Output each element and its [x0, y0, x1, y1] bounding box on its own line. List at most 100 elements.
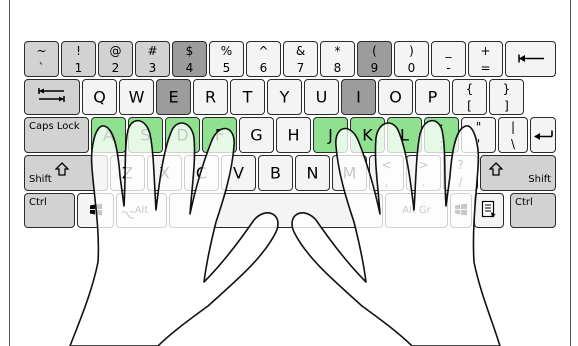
key-4[interactable]: $4: [172, 41, 207, 77]
key-x[interactable]: X: [147, 155, 182, 191]
key-semicolon[interactable]: :;: [424, 117, 459, 153]
key-lower-label: 3: [148, 61, 157, 75]
key-capslock[interactable]: Caps Lock: [24, 117, 89, 153]
key-7[interactable]: &7: [283, 41, 318, 77]
key-l[interactable]: L: [387, 117, 422, 153]
key-w[interactable]: W: [119, 79, 154, 115]
key-backspace[interactable]: [505, 41, 556, 77]
key-upper-label: ~: [36, 44, 47, 58]
option-icon: [121, 205, 135, 224]
key-label: F: [214, 125, 225, 145]
windows-icon: [89, 201, 103, 220]
key-label: J: [328, 125, 333, 145]
key-rwin[interactable]: [450, 193, 472, 228]
key-lower-label: 2: [111, 61, 120, 75]
key-label: Shift: [528, 174, 551, 185]
key-z[interactable]: Z: [110, 155, 145, 191]
key-rctrl[interactable]: Ctrl: [510, 193, 556, 228]
key-quote[interactable]: "': [461, 117, 496, 153]
key-n[interactable]: N: [295, 155, 330, 191]
key-lbracket[interactable]: {[: [452, 79, 487, 115]
key-v[interactable]: V: [221, 155, 256, 191]
key-comma[interactable]: <,: [369, 155, 404, 191]
key-y[interactable]: Y: [267, 79, 302, 115]
key-altgr[interactable]: Alt Gr: [385, 193, 448, 228]
key-alt[interactable]: Alt: [116, 193, 167, 228]
key-upper-label: #: [147, 44, 158, 58]
key-lctrl[interactable]: Ctrl: [24, 193, 75, 228]
key-6[interactable]: ^6: [246, 41, 281, 77]
key-label: I: [356, 87, 361, 107]
key-i[interactable]: I: [341, 79, 376, 115]
key-3[interactable]: #3: [135, 41, 170, 77]
key-5[interactable]: %5: [209, 41, 244, 77]
key-label: Ctrl: [29, 197, 47, 208]
key-lwin[interactable]: [77, 193, 114, 228]
key-lower-label: 4: [185, 61, 194, 75]
key-upper-label: >: [418, 158, 429, 172]
key-label: B: [270, 163, 281, 183]
key-label: H: [287, 125, 300, 145]
key-g[interactable]: G: [239, 117, 274, 153]
key-label: G: [250, 125, 263, 145]
key-backslash[interactable]: |\: [498, 117, 528, 153]
key-menu[interactable]: [474, 193, 504, 228]
key-tilde[interactable]: ~`: [24, 41, 59, 77]
key-2[interactable]: @2: [98, 41, 133, 77]
key-0[interactable]: )0: [394, 41, 429, 77]
key-label: U: [315, 87, 328, 107]
key-upper-label: (: [372, 44, 377, 58]
key-a[interactable]: A: [91, 117, 126, 153]
key-u[interactable]: U: [304, 79, 339, 115]
key-tab[interactable]: [24, 79, 80, 115]
key-k[interactable]: K: [350, 117, 385, 153]
key-label: Q: [93, 87, 106, 107]
key-t[interactable]: T: [230, 79, 265, 115]
key-c[interactable]: C: [184, 155, 219, 191]
key-e[interactable]: E: [156, 79, 191, 115]
key-label: Shift: [29, 174, 52, 185]
key-q[interactable]: Q: [82, 79, 117, 115]
key-b[interactable]: B: [258, 155, 293, 191]
key-upper-label: :: [439, 120, 444, 134]
key-1[interactable]: !1: [61, 41, 96, 77]
key-label: O: [389, 87, 402, 107]
key-label: A: [103, 125, 114, 145]
key-label: V: [233, 163, 244, 183]
key-period[interactable]: >.: [406, 155, 441, 191]
shift-icon: [54, 161, 70, 180]
key-lower-label: ,: [384, 175, 389, 189]
key-rshift[interactable]: Shift: [480, 155, 556, 191]
key-minus[interactable]: _-: [431, 41, 466, 77]
key-f[interactable]: F: [202, 117, 237, 153]
key-rbracket[interactable]: }]: [489, 79, 524, 115]
key-j[interactable]: J: [313, 117, 348, 153]
key-m[interactable]: M: [332, 155, 367, 191]
key-8[interactable]: *8: [320, 41, 355, 77]
key-label: Y: [279, 87, 290, 107]
key-lower-label: 8: [333, 61, 342, 75]
key-equals[interactable]: +=: [468, 41, 503, 77]
key-label: L: [400, 125, 409, 145]
key-enter[interactable]: [530, 117, 556, 153]
key-label: D: [176, 125, 189, 145]
key-d[interactable]: D: [165, 117, 200, 153]
key-lower-label: 0: [407, 61, 416, 75]
key-lower-label: 5: [222, 61, 231, 75]
key-upper-label: @: [109, 44, 122, 58]
key-lshift[interactable]: Shift: [24, 155, 108, 191]
key-slash[interactable]: ?/: [443, 155, 478, 191]
key-upper-label: ": [475, 120, 482, 134]
key-label: Caps Lock: [29, 121, 80, 132]
key-lower-label: ;: [439, 137, 444, 151]
key-p[interactable]: P: [415, 79, 450, 115]
key-9[interactable]: (9: [357, 41, 392, 77]
key-r[interactable]: R: [193, 79, 228, 115]
key-h[interactable]: H: [276, 117, 311, 153]
key-lower-label: .: [421, 175, 426, 189]
key-o[interactable]: O: [378, 79, 413, 115]
key-s[interactable]: S: [128, 117, 163, 153]
key-label: Alt Gr: [402, 204, 431, 216]
key-space[interactable]: [169, 193, 383, 228]
key-lower-label: /: [458, 175, 463, 189]
